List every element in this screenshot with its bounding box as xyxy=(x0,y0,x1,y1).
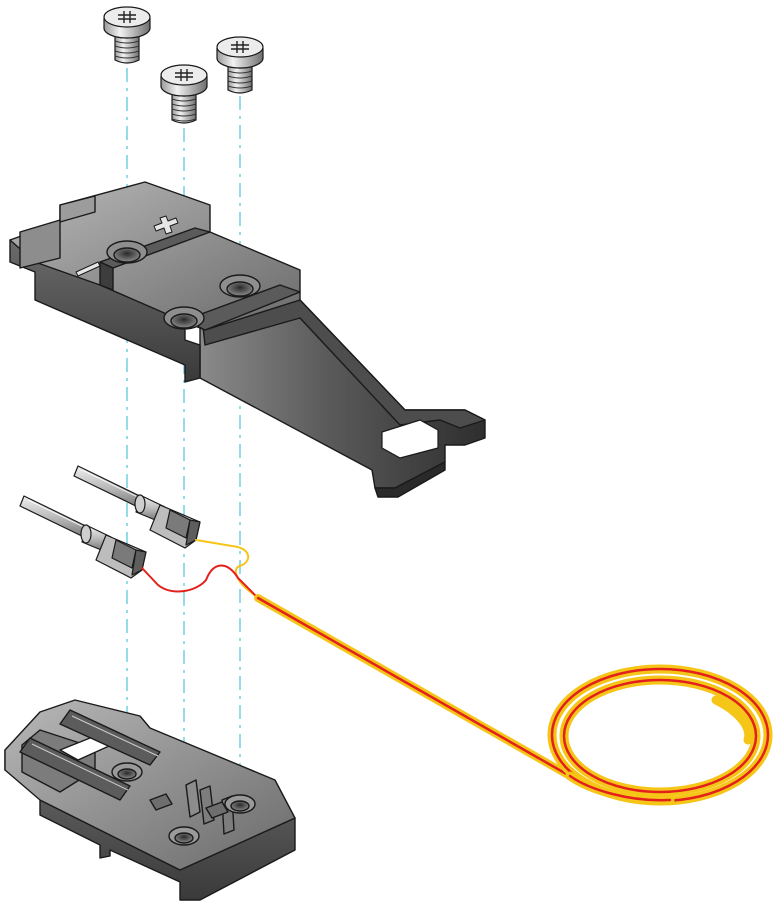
positive-mark xyxy=(153,215,179,235)
connector-cover xyxy=(9,181,486,498)
wire-lead-yellow xyxy=(195,539,259,599)
negative-mark xyxy=(75,261,101,277)
pin-contact-2 xyxy=(19,495,147,579)
screw-1 xyxy=(103,6,151,64)
cover-hole-2 xyxy=(163,306,205,330)
pin-channel-2 xyxy=(19,737,131,801)
screw-3 xyxy=(216,36,264,94)
base-hole-2 xyxy=(168,826,200,846)
base-hole-1 xyxy=(111,762,143,782)
screw-2 xyxy=(160,64,208,124)
thermocouple-wire xyxy=(141,539,773,806)
connector-base xyxy=(4,699,296,901)
wire-lead-red xyxy=(141,564,259,599)
pin-channel-1 xyxy=(59,709,161,766)
base-hole-3 xyxy=(224,794,256,814)
cover-hole-1 xyxy=(106,240,148,264)
pin-contact-1 xyxy=(73,465,201,549)
latch-slot xyxy=(381,419,439,459)
phillips-recess-icon xyxy=(231,41,249,53)
wire-coil xyxy=(547,664,773,806)
phillips-recess-icon xyxy=(175,69,193,81)
cover-hole-3 xyxy=(219,274,261,298)
phillips-recess-icon xyxy=(118,11,136,23)
